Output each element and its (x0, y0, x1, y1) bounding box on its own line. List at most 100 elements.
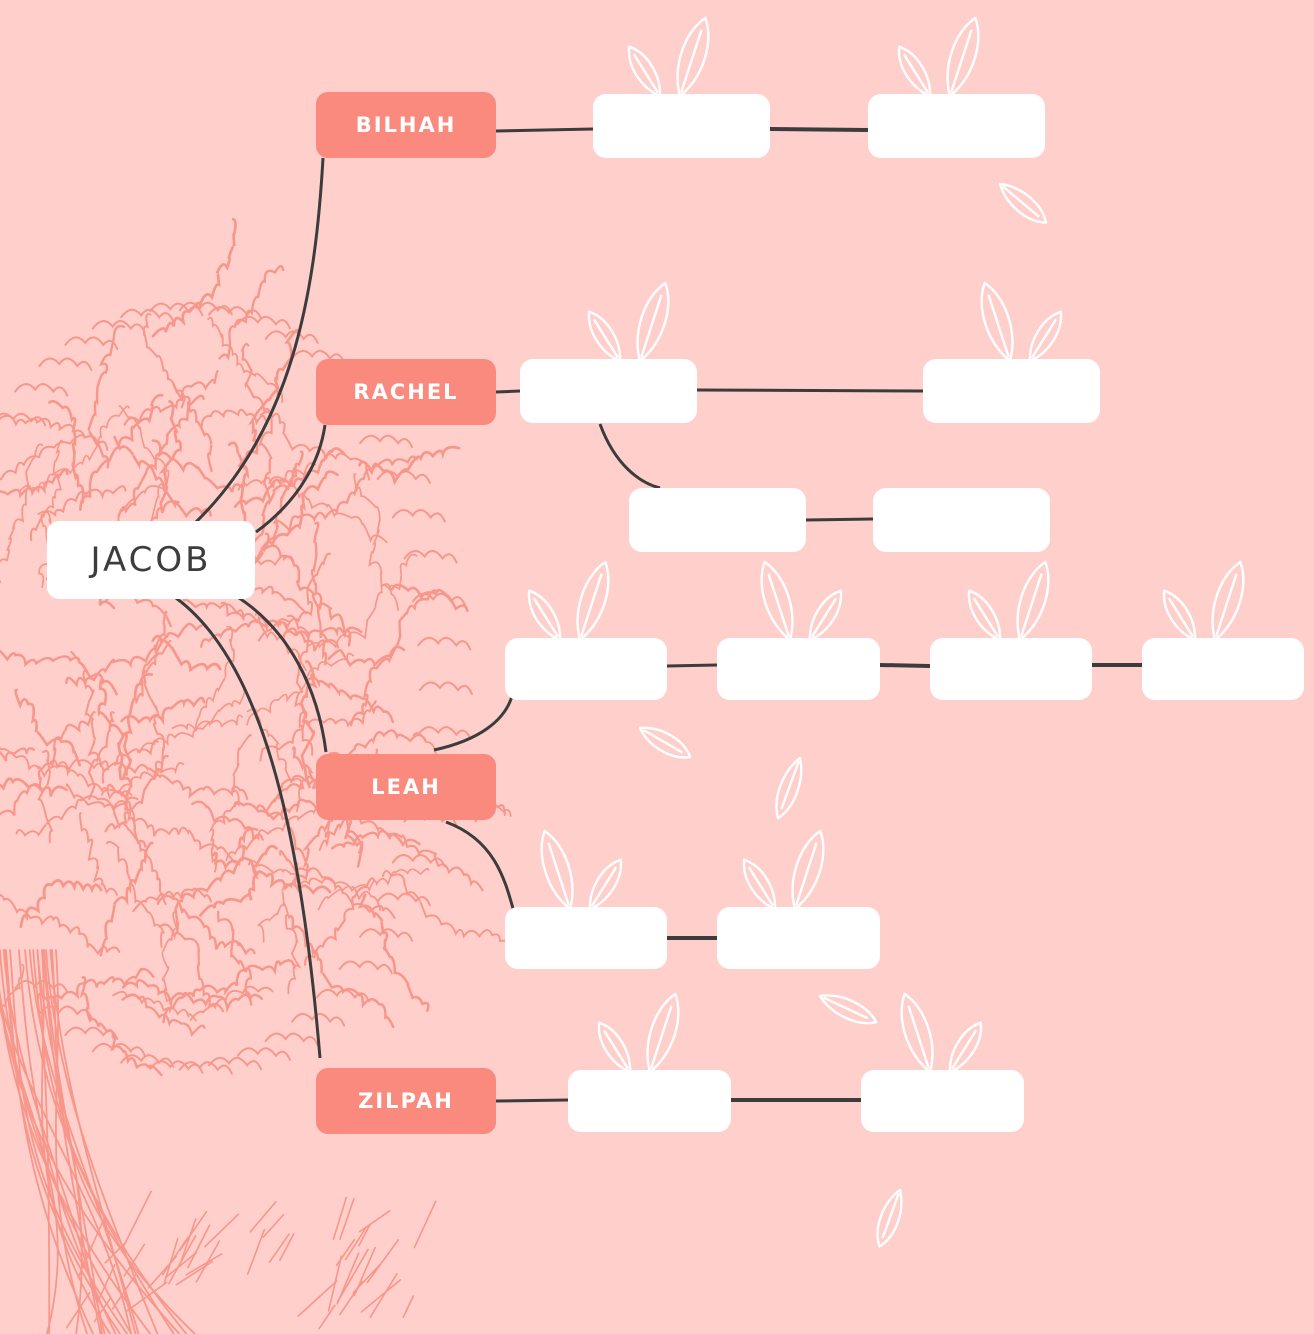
tree-sketch-stroke (279, 849, 396, 919)
tree-sketch-stroke (120, 1054, 175, 1068)
tree-sketch-stroke (149, 302, 204, 317)
child-box-rachel-1[interactable] (520, 359, 697, 423)
child-box-zilpah-2[interactable] (861, 1070, 1024, 1132)
leaf-sprig-icon (1211, 560, 1245, 642)
tree-sketch-stroke (19, 405, 130, 494)
tree-sketch-stroke (142, 639, 172, 772)
tree-sketch-stroke (0, 412, 47, 427)
tree-sketch-stroke (327, 645, 406, 668)
leaf-icon (818, 994, 878, 1025)
tree-sketch-stroke (209, 733, 252, 873)
tree-sketch-stroke (240, 342, 273, 502)
leaf-sprig-icon (1028, 310, 1063, 363)
tree-sketch-stroke (259, 700, 377, 762)
leaf-sprig-icon (576, 560, 610, 642)
wife-node-label: BILHAH (355, 113, 457, 137)
tree-sketch-stroke (282, 902, 302, 995)
child-box-leah-3[interactable] (930, 638, 1092, 700)
connector-leah-child-1 (433, 695, 514, 752)
child-box-leah-1[interactable] (505, 638, 667, 700)
tree-sketch-stroke (336, 1252, 360, 1305)
tree-sketch-stroke (291, 349, 346, 364)
leaf-sprig-icon (676, 16, 710, 98)
wife-node-zilpah[interactable]: ZILPAH (316, 1068, 496, 1134)
tree-sketch-stroke (86, 324, 126, 469)
tree-sketch-stroke (93, 1296, 112, 1323)
tree-sketch-stroke (417, 726, 472, 740)
wife-node-label: RACHEL (353, 380, 459, 404)
tree-sketch-stroke (0, 1003, 59, 1334)
child-box-rachel-3[interactable] (629, 488, 806, 552)
child-box-leah-5[interactable] (505, 907, 667, 969)
wife-node-rachel[interactable]: RACHEL (316, 359, 496, 425)
tree-sketch-stroke (419, 681, 473, 695)
leaf-sprig-icon (967, 589, 1002, 642)
connector-bilhah-child-1 (495, 127, 594, 133)
tree-sketch-stroke (413, 1200, 437, 1249)
tree-sketch-stroke (87, 711, 115, 801)
tree-sketch-stroke (273, 729, 427, 803)
wife-node-label: LEAH (371, 775, 441, 799)
tree-sketch-stroke (417, 636, 472, 651)
tree-sketch-stroke (96, 1264, 116, 1304)
root-node-jacob[interactable]: JACOB (47, 521, 255, 599)
child-box-leah-6[interactable] (717, 907, 880, 969)
tree-sketch-stroke (179, 1218, 197, 1266)
tree-sketch-stroke (175, 1260, 214, 1286)
tree-sketch-stroke (257, 862, 299, 943)
tree-sketch-stroke (259, 411, 371, 481)
child-box-bilhah-1[interactable] (593, 94, 770, 158)
tree-sketch-stroke (156, 894, 256, 956)
connector-zilpah-child-1 (495, 1098, 569, 1103)
leaf-sprig-icon (946, 16, 980, 98)
tree-sketch-stroke (307, 553, 418, 649)
child-box-rachel-4[interactable] (873, 488, 1050, 552)
tree-sketch-stroke (162, 959, 296, 1024)
tree-sketch-stroke (249, 1201, 277, 1233)
tree-sketch-stroke (91, 1042, 146, 1057)
tree-sketch-stroke (304, 877, 376, 966)
tree-sketch-stroke (0, 893, 121, 956)
tree-sketch-stroke (97, 678, 133, 811)
wife-node-bilhah[interactable]: BILHAH (316, 92, 496, 158)
tree-sketch-stroke (178, 1061, 233, 1075)
tree-sketch-stroke (111, 1274, 137, 1310)
child-box-leah-4[interactable] (1142, 638, 1304, 700)
connector-rachel-child-3 (598, 423, 661, 490)
child-box-bilhah-2[interactable] (868, 94, 1045, 158)
tree-sketch-stroke (359, 928, 414, 942)
child-box-leah-2[interactable] (717, 638, 880, 700)
tree-sketch-stroke (114, 761, 249, 801)
tree-sketch-stroke (29, 485, 127, 542)
tree-sketch-stroke (191, 800, 264, 843)
leaf-sprig-icon (948, 1021, 983, 1074)
tree-sketch-stroke (24, 949, 175, 1334)
leaf-sprig-icon (900, 992, 934, 1074)
tree-sketch-stroke (142, 313, 186, 409)
leaf-sprig-icon (791, 829, 825, 911)
root-node-label: JACOB (90, 540, 212, 580)
tree-sketch-stroke (64, 1026, 119, 1041)
tree-sketch-stroke (0, 649, 118, 696)
wife-node-leah[interactable]: LEAH (316, 754, 496, 820)
tree-sketch-stroke (246, 1228, 266, 1275)
tree-sketch-stroke (233, 447, 346, 509)
leaf-sprig-icon (627, 45, 662, 98)
tree-sketch-stroke (55, 949, 88, 1334)
tree-sketch-stroke (291, 1013, 346, 1027)
connector-jacob-zilpah (175, 596, 322, 1059)
child-box-zilpah-1[interactable] (568, 1070, 731, 1132)
tree-sketch-stroke (78, 812, 118, 896)
tree-sketch-stroke (65, 622, 207, 688)
leaf-sprig-icon (1162, 589, 1197, 642)
tree-sketch-stroke (390, 583, 469, 612)
tree-sketch-stroke (79, 976, 163, 1077)
tree-sketch-stroke (19, 878, 103, 928)
tree-sketch-stroke (287, 914, 395, 1029)
tree-sketch-stroke (204, 1213, 240, 1248)
tree-sketch-stroke (332, 1196, 348, 1240)
tree-sketch-stroke (132, 887, 212, 913)
child-box-rachel-2[interactable] (923, 359, 1100, 423)
